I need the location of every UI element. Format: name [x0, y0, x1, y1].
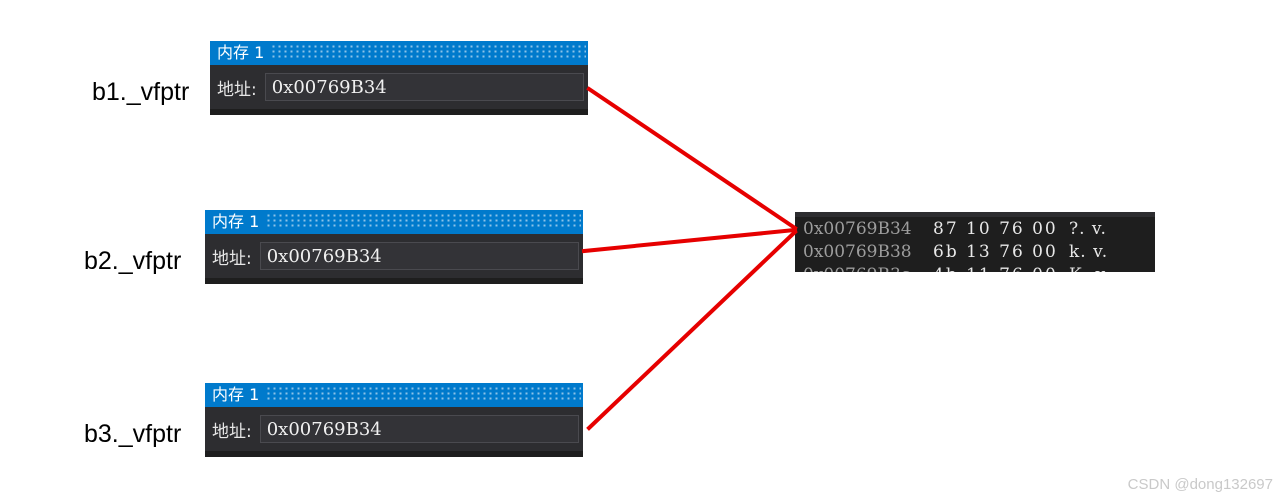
memory-dump-row: 0x00769B3c 4b 11 76 00 K. v. [795, 263, 1155, 273]
connector-b3-to-dump [586, 229, 798, 431]
connector-b1-to-dump [586, 86, 798, 231]
memory-window-1-footer [210, 109, 588, 115]
memory-dump-address: 0x00769B38 [803, 241, 912, 262]
memory-dump-panel[interactable]: 0x00769B34 87 10 76 00 ?. v. 0x00769B38 … [795, 212, 1155, 272]
memory-dump-bytes: 4b 11 76 00 [933, 265, 1069, 273]
memory-window-3-title: 内存 1 [212, 385, 260, 404]
memory-dump-row: 0x00769B34 87 10 76 00 ?. v. [795, 217, 1155, 240]
memory-window-1-address-input[interactable]: 0x00769B34 [264, 73, 584, 101]
memory-window-1[interactable]: 内存 1 地址: 0x00769B34 [210, 41, 588, 115]
label-b3-vfptr-text: b3._vfptr [84, 420, 182, 448]
memory-dump-bytes: 6b 13 76 00 [933, 241, 1058, 262]
memory-window-1-address-label: 地址: [217, 79, 257, 100]
memory-dump-ascii: k. v. [1069, 241, 1109, 262]
memory-window-2-footer [205, 278, 583, 284]
memory-window-2-address-input[interactable]: 0x00769B34 [259, 242, 579, 270]
memory-window-2-title: 内存 1 [212, 212, 260, 231]
memory-window-2-address-label: 地址: [212, 248, 252, 269]
connector-b2-to-dump [581, 227, 798, 254]
label-b1-vfptr-text: b1._vfptr [92, 78, 190, 106]
memory-window-2-body: 地址: 0x00769B34 [205, 234, 583, 278]
memory-dump-row: 0x00769B38 6b 13 76 00 k. v. [795, 240, 1155, 263]
memory-window-1-titlebar[interactable]: 内存 1 [210, 41, 588, 65]
csdn-watermark: CSDN @dong132697 [1127, 476, 1273, 493]
memory-dump-ascii: K. v. [1069, 265, 1111, 273]
memory-dump-ascii: ?. v. [1069, 218, 1107, 239]
memory-window-3-footer [205, 451, 583, 457]
memory-window-3-titlebar[interactable]: 内存 1 [205, 383, 583, 407]
memory-window-1-title: 内存 1 [217, 43, 265, 62]
memory-dump-address: 0x00769B3c [803, 265, 933, 273]
memory-dump-address: 0x00769B34 [803, 218, 912, 239]
memory-window-3-address-label: 地址: [212, 421, 252, 442]
memory-window-3-address-input[interactable]: 0x00769B34 [259, 415, 579, 443]
memory-window-1-body: 地址: 0x00769B34 [210, 65, 588, 109]
window-drag-grip-icon[interactable] [267, 214, 581, 229]
label-b1-vfptr: b1._vfptr [92, 78, 189, 107]
label-b2-vfptr-text: b2._vfptr [84, 247, 182, 275]
label-b3-vfptr: b3._vfptr [84, 420, 181, 449]
memory-dump-bytes: 87 10 76 00 [933, 218, 1058, 239]
window-drag-grip-icon[interactable] [272, 45, 586, 60]
label-b2-vfptr: b2._vfptr [84, 247, 181, 276]
memory-window-3[interactable]: 内存 1 地址: 0x00769B34 [205, 383, 583, 457]
window-drag-grip-icon[interactable] [267, 387, 581, 402]
memory-window-2-titlebar[interactable]: 内存 1 [205, 210, 583, 234]
memory-window-3-body: 地址: 0x00769B34 [205, 407, 583, 451]
memory-window-2[interactable]: 内存 1 地址: 0x00769B34 [205, 210, 583, 284]
